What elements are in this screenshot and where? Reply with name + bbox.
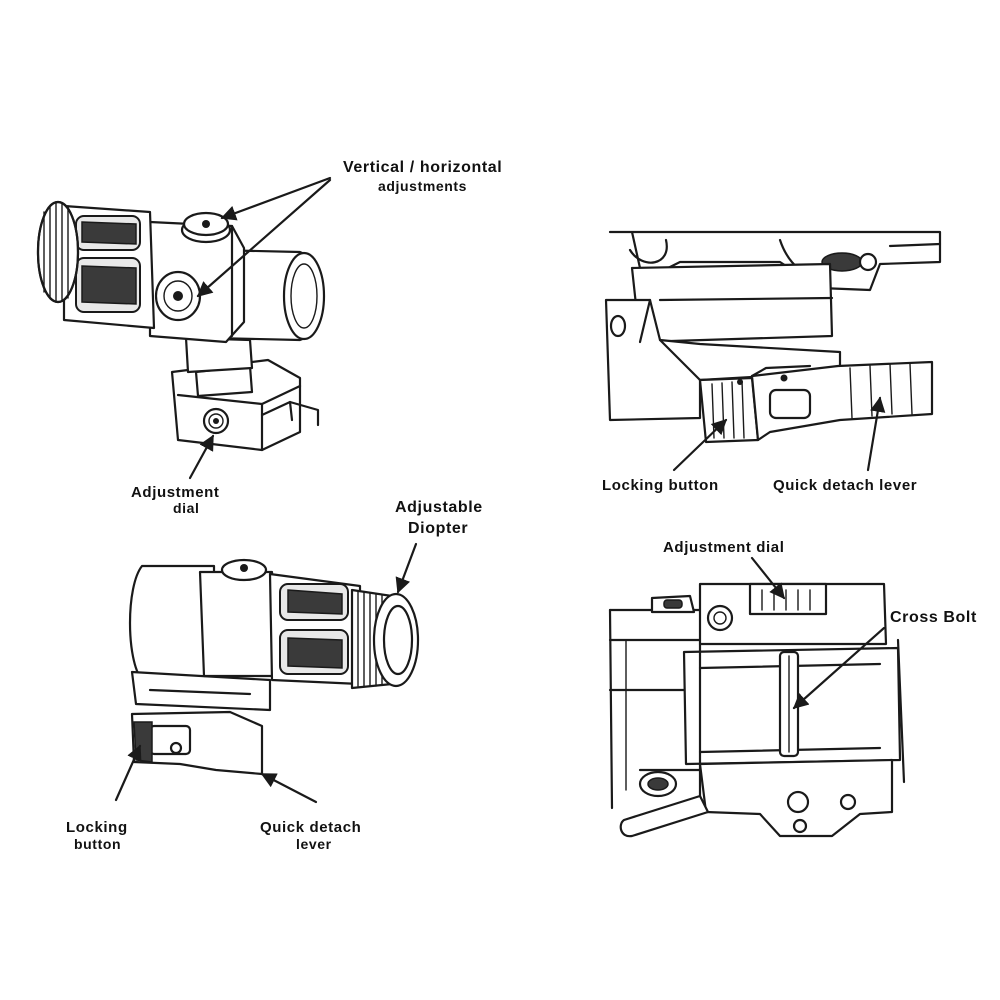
mount-block-rear [130,670,272,712]
lever-latch-top [619,758,894,838]
label-locking-line1: Locking [66,819,128,836]
leader-arrow-horizontal-knob [196,178,332,298]
label-adjustable-line1: Adjustable [395,499,483,516]
horizontal-adjustment-knob-icon [154,270,202,322]
leader-arrow-vertical-knob [220,176,332,221]
panel-qd-mount-closeup [604,230,942,444]
panel-magnifier-rear-view [128,558,420,776]
mount-upper-block [630,262,834,344]
rail-receiver [608,608,906,810]
lever-assembly-rear [130,710,264,776]
rail-tip [650,594,696,614]
label-adjustment-dial-top: Adjustment dial [663,539,785,556]
diopter-ring [36,200,80,304]
flip-mount-base [170,336,320,452]
label-adjustable-line2: Diopter [408,520,468,537]
label-cross-bolt: Cross Bolt [890,609,977,626]
panel-magnifier-side-view [36,200,326,452]
leader-arrow-adjustment-dial [188,434,215,480]
adjustment-dial-icon-top [748,582,828,616]
cross-bolt-icon [778,650,800,758]
label-quick-detach-line2: lever [296,836,332,852]
leader-arrow-quick-detach-rear [260,772,318,804]
label-vertical-horizontal-line2: adjustments [378,178,467,194]
label-locking-line2: button [74,836,121,852]
locking-button-icon [698,376,760,444]
vertical-adjustment-knob-icon [180,211,232,244]
leader-arrow-diopter [395,542,418,594]
adjustment-dial-icon [202,407,230,435]
leader-arrow-quick-detach-lever-top [866,396,886,472]
leader-arrow-adjustment-dial-top [750,556,786,600]
turret-body-rear [198,558,278,678]
panel-mount-top-view [608,582,906,838]
side-screw-icon [638,770,678,798]
leader-arrow-cross-bolt [792,626,886,710]
quick-detach-lever-icon [750,360,934,442]
label-vertical-horizontal-line1: Vertical / horizontal [343,159,502,176]
adjustable-diopter-icon [350,588,420,690]
label-adjustment-dial-line2: dial [173,500,200,516]
label-quick-detach-line1: Quick detach [260,819,361,836]
eyepiece-housing-rear [268,572,362,686]
mount-clamp-body [604,298,842,422]
label-locking-button-top: Locking button [602,477,719,494]
label-adjustment-dial-line1: Adjustment [131,484,220,501]
eyepiece-housing [62,204,156,330]
leader-arrow-locking-button-top [672,418,728,472]
leader-arrow-locking-button-rear [114,744,142,802]
label-quick-detach-lever-top: Quick detach lever [773,477,917,494]
